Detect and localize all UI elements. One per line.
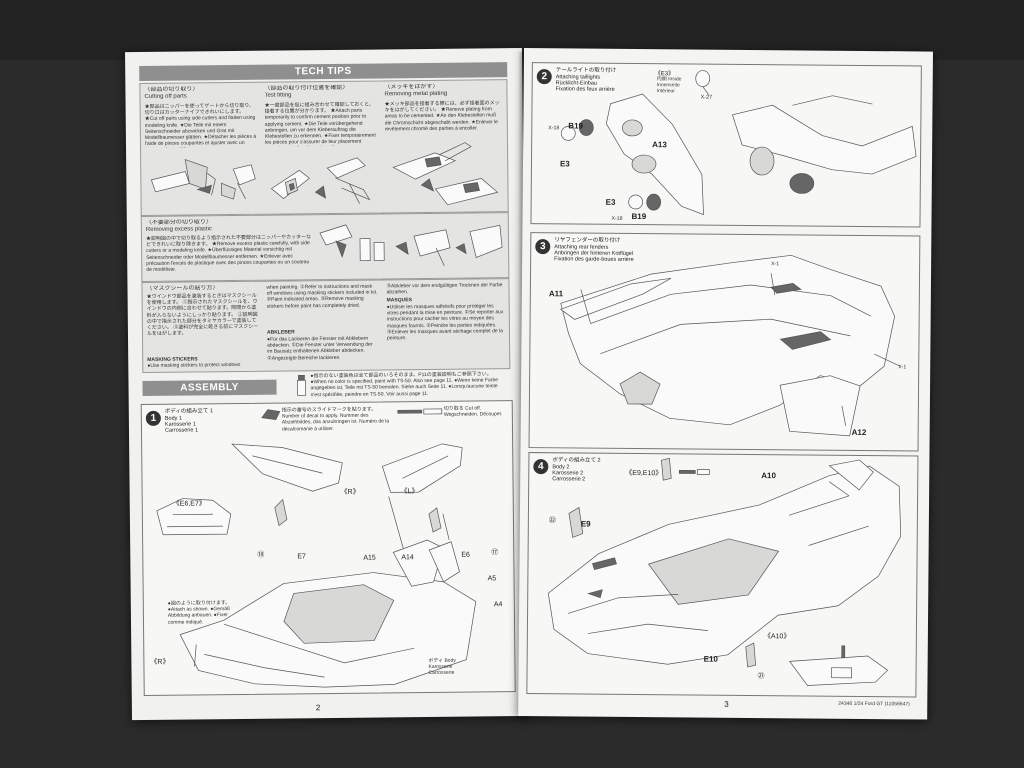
tip-excess-en: Removing excess plastic [145,226,212,233]
decal-note: 指示の番号のスライドマークを貼ります。 Number of decal to a… [281,406,390,433]
test-fitting-illustration [270,157,371,204]
right-page: 2 テールライトの取り付け Attaching taillights Rückl… [518,48,933,720]
tip-fitting-body: ★一度部品を仮に組み合わせて確認しておくと、接着する位置が分かります。 ★Att… [264,101,376,147]
tip-masking-col2: when painting. ①Refer to instructions an… [266,283,378,310]
step-3-fender-illustration [559,254,901,437]
part-a10-detail-label: 《A10》 [763,633,791,641]
excess-plastic-panel: 〈不要部分の切り取り〉 Removing excess plastic ★説明図… [140,212,510,282]
part-r-top-label: 《R》 [340,488,360,496]
step-1-box: 1 ボディの組み立て 1 Body 1 Karosserie 1 Carross… [140,400,516,696]
tip-fitting-en: Test fitting [264,92,292,99]
right-page-number: 3 [724,699,729,709]
left-page-number: 2 [315,703,321,713]
part-x1-label-top: X-1 [771,261,780,268]
tip-masking-col3b: ●Utiliser les masques adhésifs pour prot… [386,303,504,342]
decal-21-label: ㉑ [757,673,765,681]
part-e10-label: E10 [703,654,718,664]
step-1-number: 1 [145,410,161,426]
instruction-manual-spread: TECH TIPS 〈部品の切り取り〉 Cutting off parts ★部… [125,48,933,721]
part-x1-label-right: X-1 [898,364,907,371]
part-e9-label: E9 [580,519,591,529]
decal-17-label: ⑰ [491,549,499,557]
step-1-body-illustration [156,443,477,688]
tip-cutting-en: Cutting off parts [144,93,187,100]
step-4-body-illustration [547,457,902,686]
part-e6-label: E6 [461,551,470,559]
part-l-top-label: 《L》 [400,488,419,496]
step-1-title-jp: ボディの組み立て 1 [164,408,214,415]
part-a13-label: A13 [652,140,667,150]
part-e9-e10-label: 《E9,E10》 [625,469,663,478]
assembly-paint-note: ●指示のない塗装色は全て部品のいろそのまま。P11の塗装説明もご参照下さい。 ●… [310,371,499,398]
tip-masking-col3: ③Abkleber vor dem endgültigen Trocknen d… [386,282,503,296]
tip-excess-body: ★説明図の中で切り取るよう指示された不要部分はニッパーやカッターなどできれいに取… [145,234,312,273]
part-e7-label: E7 [297,553,306,561]
part-a11-label: A11 [548,289,564,299]
masking-stickers-first-line: ●Use masking stickers to protect windows [147,361,241,369]
left-page: TECH TIPS 〈部品の切り取り〉 Cutting off parts ★部… [125,48,529,721]
excess-plastic-illustration [319,224,503,266]
cut-off-note: 切り取る Cut off. Wegschneiden. Découper. [443,405,503,419]
part-a15-label: A15 [363,554,376,562]
part-e6-e7-label: 《E6,E7》 [172,500,206,508]
part-a14-label: A14 [401,554,414,562]
part-x18-label-top: X-18 [548,125,560,132]
plating-illustration [392,142,499,206]
paint-bottle-icon [297,374,306,396]
tip-plating-en: Removing metal plating [384,90,448,98]
step-2-box: 2 テールライトの取り付け Attaching taillights Rückl… [530,62,922,228]
tip-masking-col1: ★ウインドウ部品を塗装するときはマスクシールを使用します。 ①指示されたマスクシ… [146,292,259,338]
body-label: ボディ Body Karosserie Carrosserie [428,657,456,677]
decal-18-label: ⑱ [257,551,265,559]
part-x18-label-bottom: X-18 [611,215,623,222]
part-b19-label-bottom: B19 [631,211,647,222]
tip-cutting-body: ★部品はニッパーを使ってゲートから切り取り、切り口はカッターナイフできれいにしま… [144,102,257,148]
right-page-footer: 24346 1/24 Ford GT (11056647) [838,700,910,708]
part-x27-label: X-27 [700,94,713,101]
part-a10-label: A10 [761,471,777,481]
masking-stickers-panel: 〈マスクシールの貼り方〉 ★ウインドウ部品を塗装するときはマスクシールを使用しま… [141,278,511,373]
decal-icon [261,409,281,420]
attach-note: ●図のように取り付けます。 ●Attach as shown. ●Gemäß A… [167,600,231,626]
part-b19-label-top: B19 [568,121,584,131]
part-a4-label: A4 [493,601,503,609]
tech-tips-panel: 〈部品の切り取り〉 Cutting off parts ★部品はニッパーを使って… [139,79,509,217]
tech-tips-title: TECH TIPS [139,62,508,82]
step-4-box: 4 ボディの組み立て 2 Body 2 Karosserie 2 Carross… [526,452,919,698]
assembly-title: ASSEMBLY [142,379,277,396]
part-a5-label: A5 [487,575,497,583]
part-e3-label-top: E3 [559,159,570,169]
part-a12-label: A12 [851,427,867,438]
part-r-side-label: 《R》 [150,658,170,666]
step-3-box: 3 リヤフェンダーの取り付け Attaching rear fenders An… [528,232,921,452]
cutting-illustration [150,159,256,200]
part-e3-label-bottom: E3 [605,197,616,207]
cut-off-icon [397,408,443,415]
step-1-title-fr: Carrosserie 1 [164,427,199,434]
tip-masking-col2b: ●Für das Lackieren die Fenster mit Abkle… [267,335,373,362]
decal-22-label: ㉒ [548,517,556,525]
step-2-taillight-illustration [560,70,917,216]
tip-plating-body: ★メッキ部品を接着する際には、必ず接着面のメッキをはがしてください。 ★Remo… [384,100,500,133]
